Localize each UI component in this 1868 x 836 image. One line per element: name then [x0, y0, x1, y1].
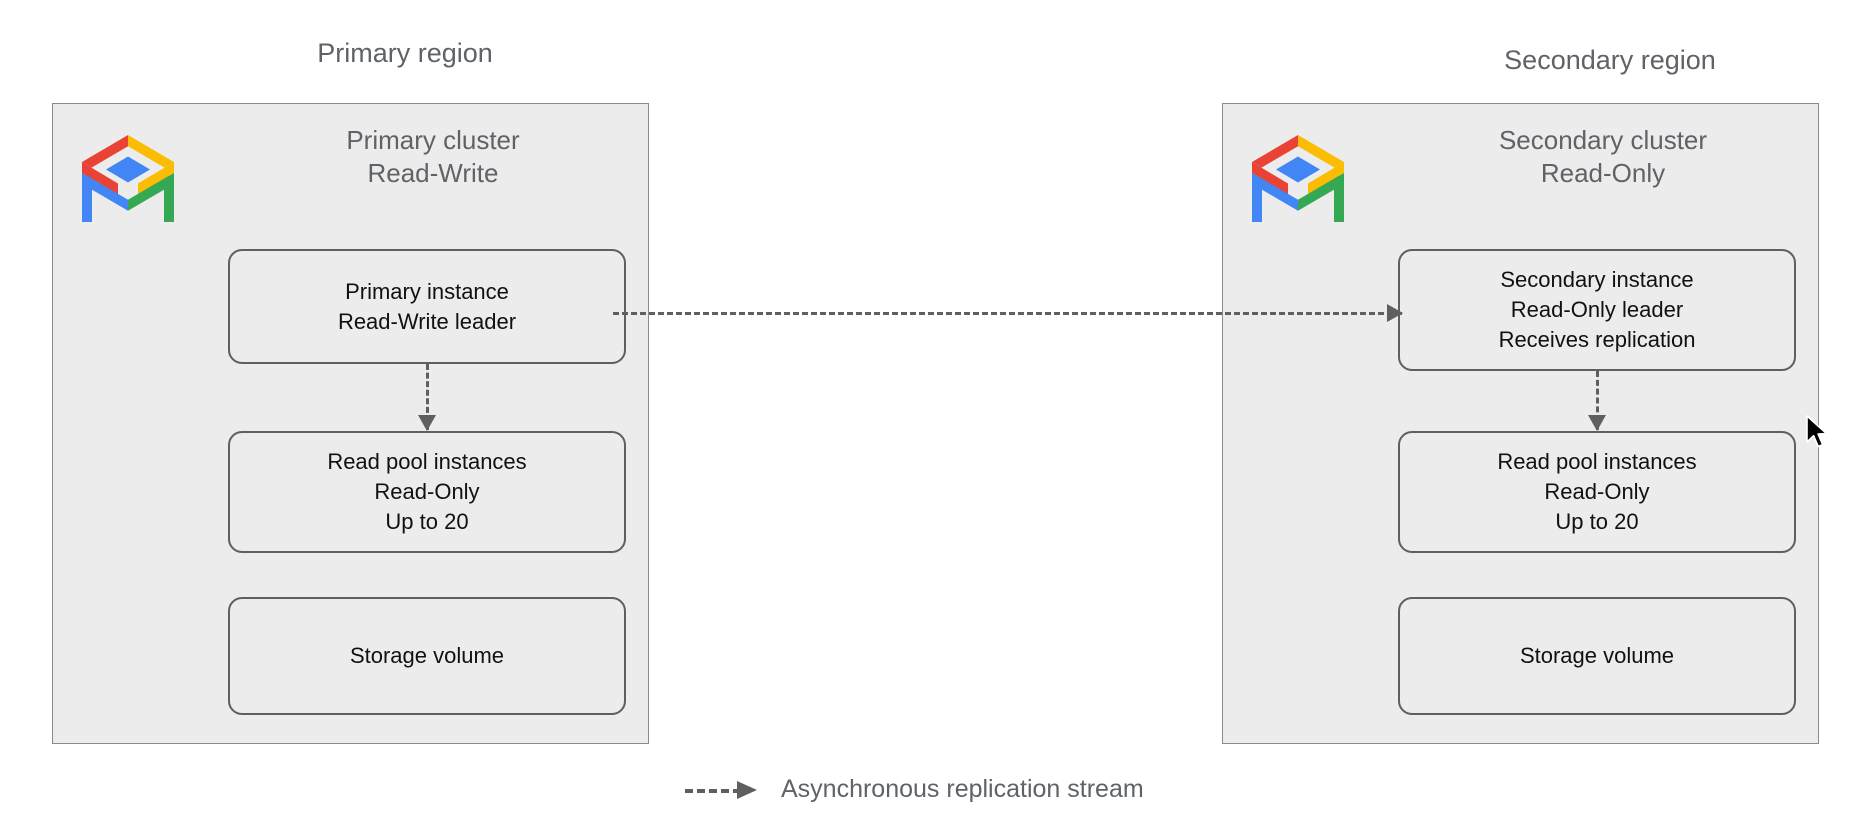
primary-region-title: Primary region — [317, 38, 493, 68]
primary-cluster-label: Primary cluster Read-Write — [346, 125, 520, 188]
legend-dashed-arrow-icon — [685, 780, 767, 799]
secondary-cluster-panel: Secondary cluster Read-Only Secondary in… — [1222, 103, 1819, 744]
legend-arrowhead-icon — [737, 780, 757, 799]
legend: Asynchronous replication stream — [685, 775, 1144, 804]
connector-cross-region-replication — [613, 304, 1403, 322]
connector-secondary-to-readpool — [1588, 371, 1606, 431]
primary-cluster-panel: Primary cluster Read-Write Primary insta… — [52, 103, 649, 744]
arrowhead-right-icon — [1387, 304, 1403, 322]
alloydb-logo — [1248, 129, 1348, 234]
connector-line — [426, 364, 429, 430]
connector-line — [1596, 371, 1599, 430]
node-primary-instance[interactable]: Primary instance Read-Write leader — [228, 249, 626, 364]
node-secondary-instance[interactable]: Secondary instance Read-Only leader Rece… — [1398, 249, 1796, 371]
legend-line — [685, 788, 741, 793]
node-storage-volume[interactable]: Storage volume — [228, 597, 626, 715]
arrowhead-down-icon — [1588, 415, 1606, 431]
node-read-pool[interactable]: Read pool instances Read-Only Up to 20 — [1398, 431, 1796, 553]
node-storage-volume[interactable]: Storage volume — [1398, 597, 1796, 715]
arrowhead-down-icon — [418, 415, 436, 431]
secondary-cluster-label: Secondary cluster Read-Only — [1498, 125, 1708, 188]
secondary-region-title: Secondary region — [1504, 45, 1716, 75]
legend-label: Asynchronous replication stream — [781, 775, 1144, 803]
connector-primary-to-readpool — [418, 364, 436, 431]
node-read-pool[interactable]: Read pool instances Read-Only Up to 20 — [228, 431, 626, 553]
connector-line — [613, 312, 1402, 315]
alloydb-logo — [78, 129, 178, 234]
